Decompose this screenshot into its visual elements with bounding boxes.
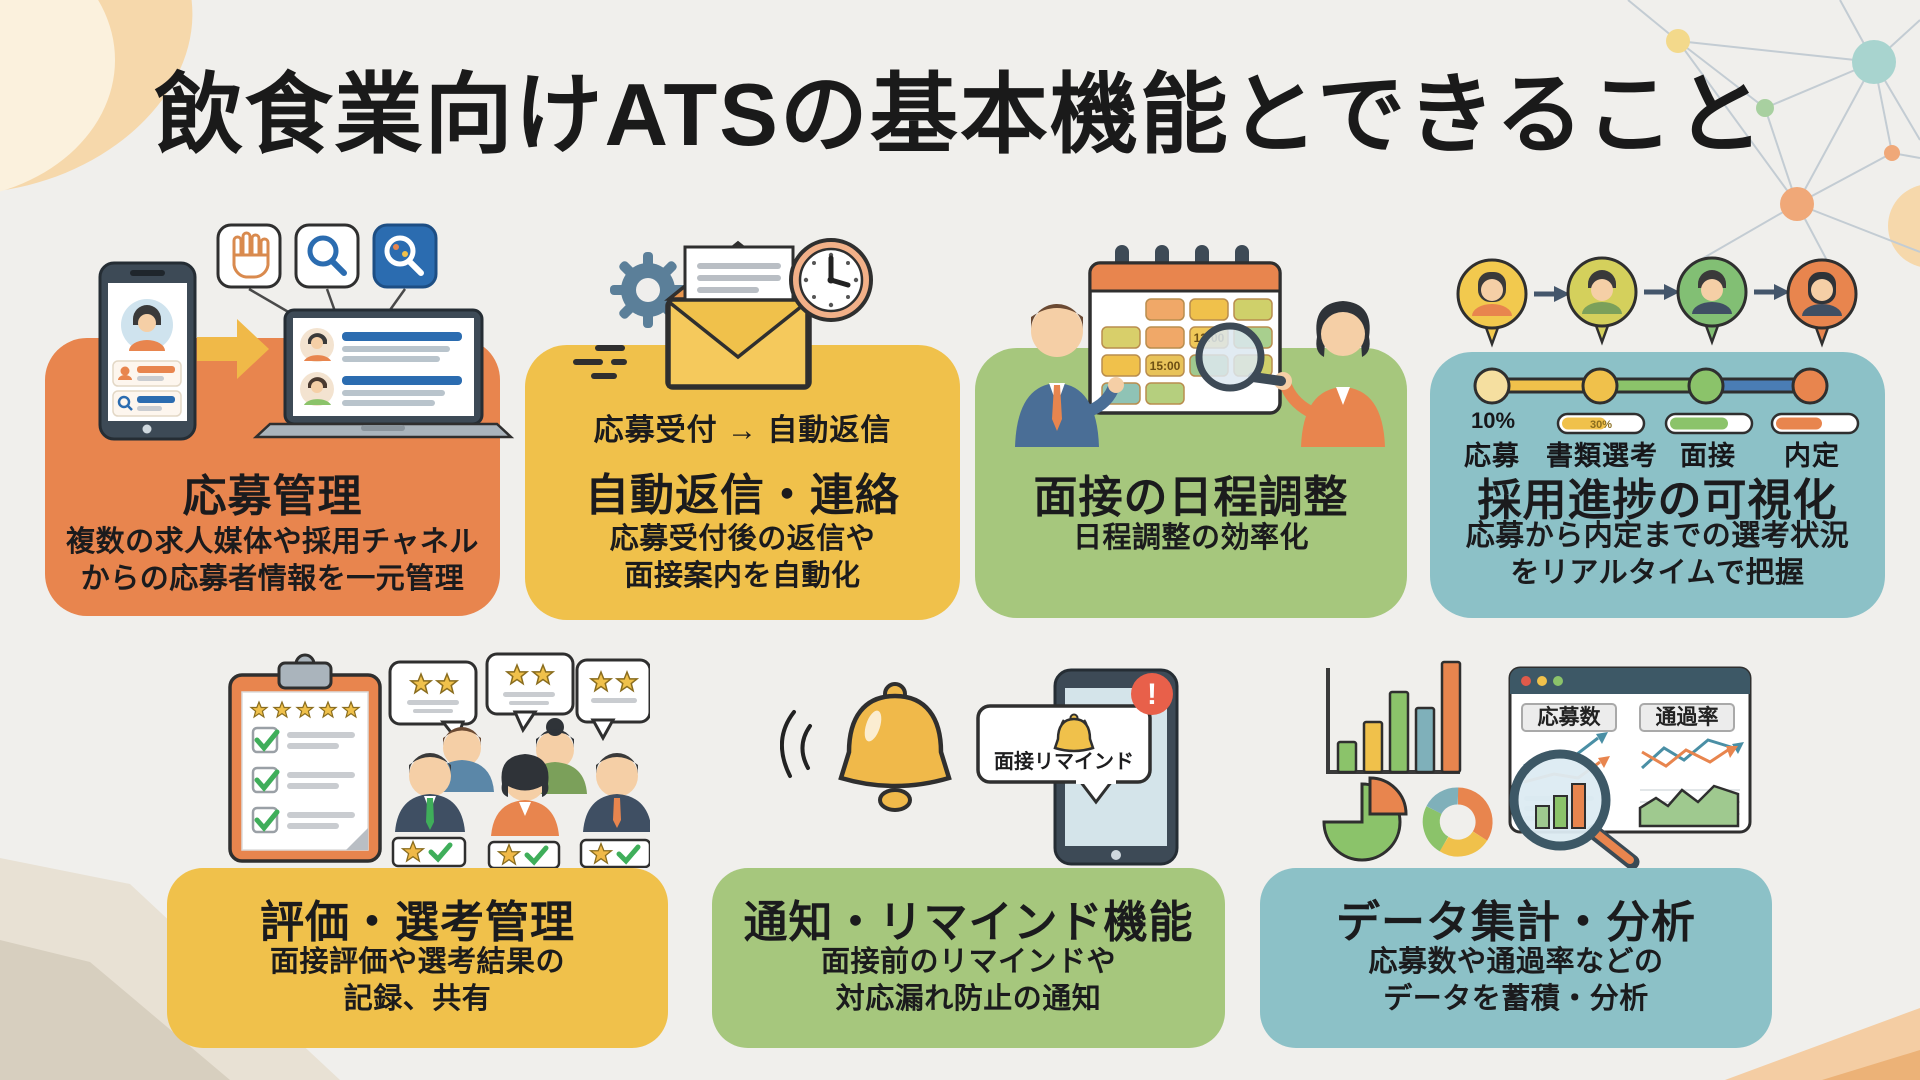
card-title: 評価・選考管理 — [260, 898, 575, 947]
bell-icon — [780, 682, 1011, 812]
bar-chart-icon — [1326, 660, 1462, 774]
rating-bubble-icon — [575, 658, 650, 742]
card-desc: 面接前のリマインドや 対応漏れ防止の通知 — [820, 946, 1116, 1015]
avatar-bubble-icon — [1566, 256, 1638, 346]
phone-notification-icon: 面接リマインド ! — [976, 668, 1179, 866]
reminder-bubble-text: 面接リマインド — [994, 750, 1134, 773]
stage-label-applied: 応募 — [1464, 441, 1520, 471]
corner-blob-top-left-inner — [0, 0, 115, 192]
pie-chart-icon — [1322, 776, 1408, 862]
zoom-search-icon — [372, 223, 438, 289]
person-man-icon — [1015, 303, 1124, 447]
feature-card-analytics: データ集計・分析 応募数や通過率などの データを蓄積・分析 — [1260, 868, 1772, 1048]
alert-badge-text: ! — [1147, 678, 1157, 711]
speed-lines — [573, 345, 627, 379]
hand-icon — [216, 223, 282, 289]
clock-icon — [789, 238, 873, 322]
pipeline-progress-track: 30% — [1473, 367, 1860, 435]
flow-arrow-icon — [1754, 284, 1790, 300]
feature-card-notification: 通知・リマインド機能 面接前のリマインドや 対応漏れ防止の通知 — [712, 868, 1225, 1048]
analytics-illustration: 応募数 通過率 — [1322, 660, 1752, 868]
card-title: 応募管理 — [182, 472, 363, 521]
scheduling-illustration: 13:00 15:00 — [1015, 245, 1385, 447]
laptop-icon — [252, 308, 515, 439]
mini-bell-icon — [1053, 713, 1095, 753]
corner-blob-bottom-left-dark — [0, 940, 230, 1080]
search-icon — [294, 223, 360, 289]
rating-bubble-icon — [388, 660, 478, 744]
stage-dot-applied — [1473, 367, 1511, 405]
application-management-illustration — [98, 223, 515, 441]
card-title: 通知・リマインド機能 — [743, 898, 1194, 947]
page-title: 飲食業向けATSの基本機能とできること — [154, 65, 1766, 164]
mini-progress-bar — [1664, 412, 1754, 435]
network-graph-nodes — [1666, 29, 1900, 221]
avatar-bubble-icon — [1676, 256, 1748, 346]
stage-label-offer: 内定 — [1784, 441, 1840, 471]
flow-arrow-icon — [1534, 286, 1570, 302]
mini-bar-percent: 30% — [1590, 419, 1612, 431]
card-title: 採用進捗の可視化 — [1477, 476, 1838, 525]
magnifier-icon — [1195, 322, 1286, 392]
rating-bubble-icon — [485, 652, 575, 734]
stage-dot-interview — [1687, 367, 1725, 405]
corner-blob-bottom-right-dark — [1822, 1050, 1920, 1080]
calendar-time-slot: 15:00 — [1150, 359, 1181, 373]
card-desc: 日程調整の効率化 — [1072, 522, 1309, 554]
card-desc: 面接評価や選考結果の 記録、共有 — [269, 946, 565, 1015]
window-tab-label: 応募数 — [1538, 705, 1602, 729]
card-desc: 応募から内定までの選考状況 をリアルタイムで把握 — [1465, 520, 1850, 589]
avatar-bubble-icon — [1456, 258, 1528, 348]
card-title: 面接の日程調整 — [1033, 473, 1349, 522]
clipboard-checklist-icon — [228, 653, 382, 863]
card-title: データ集計・分析 — [1336, 898, 1696, 947]
card-desc: 複数の求人媒体や採用チャネル からの応募者情報を一元管理 — [66, 526, 479, 595]
stage-dot-screening — [1581, 367, 1619, 405]
avatar-bubble-icon — [1786, 258, 1858, 348]
feature-card-autoreply: 応募受付 → 自動返信 自動返信・連絡 応募受付後の返信や 面接案内を自動化 — [525, 345, 960, 620]
score-card-icon — [391, 836, 650, 868]
review-team-icon — [388, 652, 650, 868]
candidate-flow-illustration — [1456, 256, 1858, 348]
stage-dot-offer — [1791, 367, 1829, 405]
corner-blob-bottom-right — [1725, 1008, 1920, 1080]
transfer-arrow-icon — [197, 319, 269, 379]
magnifier-chart-icon — [1509, 749, 1640, 868]
evaluation-illustration — [228, 652, 650, 868]
card-title: 自動返信・連絡 — [585, 471, 900, 520]
alert-badge-icon — [1131, 673, 1173, 715]
flow-arrow-icon — [1644, 284, 1680, 300]
person-woman-icon — [1274, 301, 1385, 447]
stage-label-interview: 面接 — [1680, 441, 1736, 471]
stage-label-screening: 書類選考 — [1546, 441, 1658, 471]
window-tab-label: 通過率 — [1656, 705, 1719, 729]
notification-illustration: 面接リマインド ! — [780, 668, 1179, 866]
autoreply-illustration — [573, 238, 873, 390]
card-desc: 応募受付後の返信や 面接案内を自動化 — [609, 523, 876, 592]
mini-progress-bar — [1770, 412, 1860, 435]
area-chart-icon — [1638, 784, 1740, 828]
card-desc: 応募数や通過率などの データを蓄積・分析 — [1368, 946, 1664, 1015]
smartphone-icon — [98, 261, 197, 441]
donut-chart-icon — [1422, 787, 1493, 857]
edge-blob-right — [1888, 185, 1920, 267]
feature-card-evaluation: 評価・選考管理 面接評価や選考結果の 記録、共有 — [167, 868, 668, 1048]
mini-progress-bar: 30% — [1556, 412, 1646, 435]
envelope-icon — [664, 240, 813, 390]
card-subheading: 応募受付 → 自動返信 — [593, 414, 892, 447]
applied-percent-label: 10% — [1470, 408, 1516, 433]
